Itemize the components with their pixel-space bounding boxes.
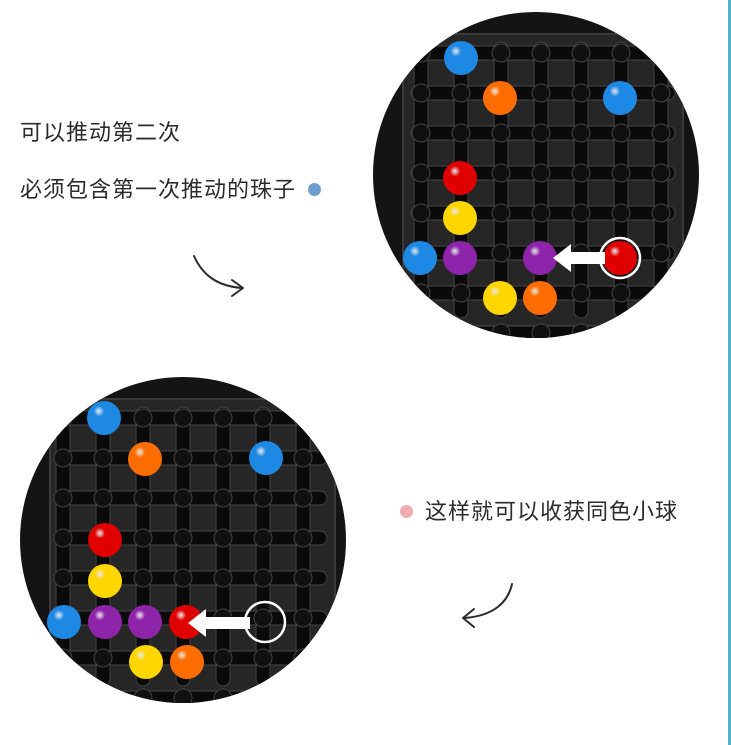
marble-blue	[603, 81, 637, 115]
marble-yellow	[443, 201, 477, 235]
marble-blue	[87, 401, 121, 435]
caption-collect-text: 这样就可以收获同色小球	[425, 500, 679, 525]
marble-blue	[249, 441, 283, 475]
marble-orange	[523, 281, 557, 315]
marble-red	[88, 523, 122, 557]
marble-red	[169, 605, 203, 639]
marble-blue	[47, 605, 81, 639]
marble-purple	[88, 605, 122, 639]
marble-blue	[403, 241, 437, 275]
marble-purple	[523, 241, 557, 275]
caption-must-include: 必须包含第一次推动的珠子	[20, 172, 322, 204]
marble-blue	[444, 41, 478, 75]
caption-must-include-text: 必须包含第一次推动的珠子	[20, 178, 297, 203]
curved-arrow-down-right-icon	[193, 255, 244, 297]
marble-purple	[443, 241, 477, 275]
game-board-before	[373, 12, 699, 338]
marble-red	[603, 241, 637, 275]
marble-purple	[128, 605, 162, 639]
curved-arrow-down-left-icon	[462, 583, 513, 628]
left-arrow-icon	[553, 244, 605, 272]
marble-orange	[170, 645, 204, 679]
circle-highlight-icon	[598, 236, 642, 280]
caption-push-second: 可以推动第二次	[20, 121, 182, 146]
left-arrow-icon	[188, 609, 250, 637]
marble-yellow	[483, 281, 517, 315]
marble-orange	[128, 442, 162, 476]
accent-edge-line	[728, 0, 731, 745]
marble-red	[443, 161, 477, 195]
board-illustration	[47, 398, 336, 703]
marble-orange	[483, 81, 517, 115]
circle-highlight-icon	[243, 600, 287, 644]
caption-collect: 这样就可以收获同色小球	[400, 494, 678, 526]
marble-yellow	[88, 564, 122, 598]
blue-dot-icon	[308, 182, 322, 196]
board-illustration	[402, 33, 684, 338]
pink-dot-icon	[400, 504, 413, 518]
marble-yellow	[129, 645, 163, 679]
game-board-after	[20, 377, 346, 703]
grid-rails	[53, 406, 328, 703]
